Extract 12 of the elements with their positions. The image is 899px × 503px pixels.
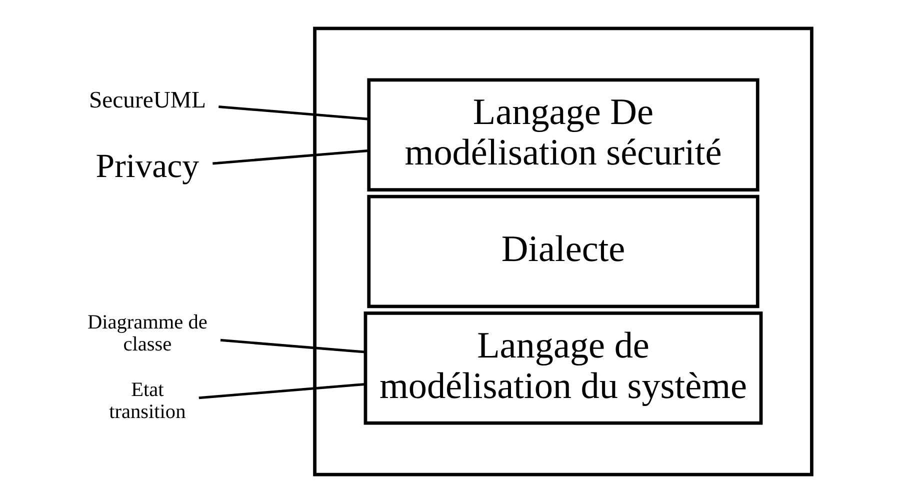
node-box: Langage De modélisation sécurité	[366, 78, 759, 192]
node-text: Privacy	[95, 148, 199, 186]
connector	[220, 338, 365, 354]
cluster	[312, 26, 813, 476]
connector	[212, 149, 368, 165]
node-text: Diagramme de classe	[87, 312, 207, 356]
node-text: Etat transition	[108, 379, 186, 424]
connector	[198, 382, 365, 400]
node-box: Langage de modélisation du système	[363, 312, 762, 425]
connector	[218, 106, 368, 120]
node-box: Dialecte	[366, 194, 759, 308]
node-text: SecureUML	[88, 87, 206, 114]
